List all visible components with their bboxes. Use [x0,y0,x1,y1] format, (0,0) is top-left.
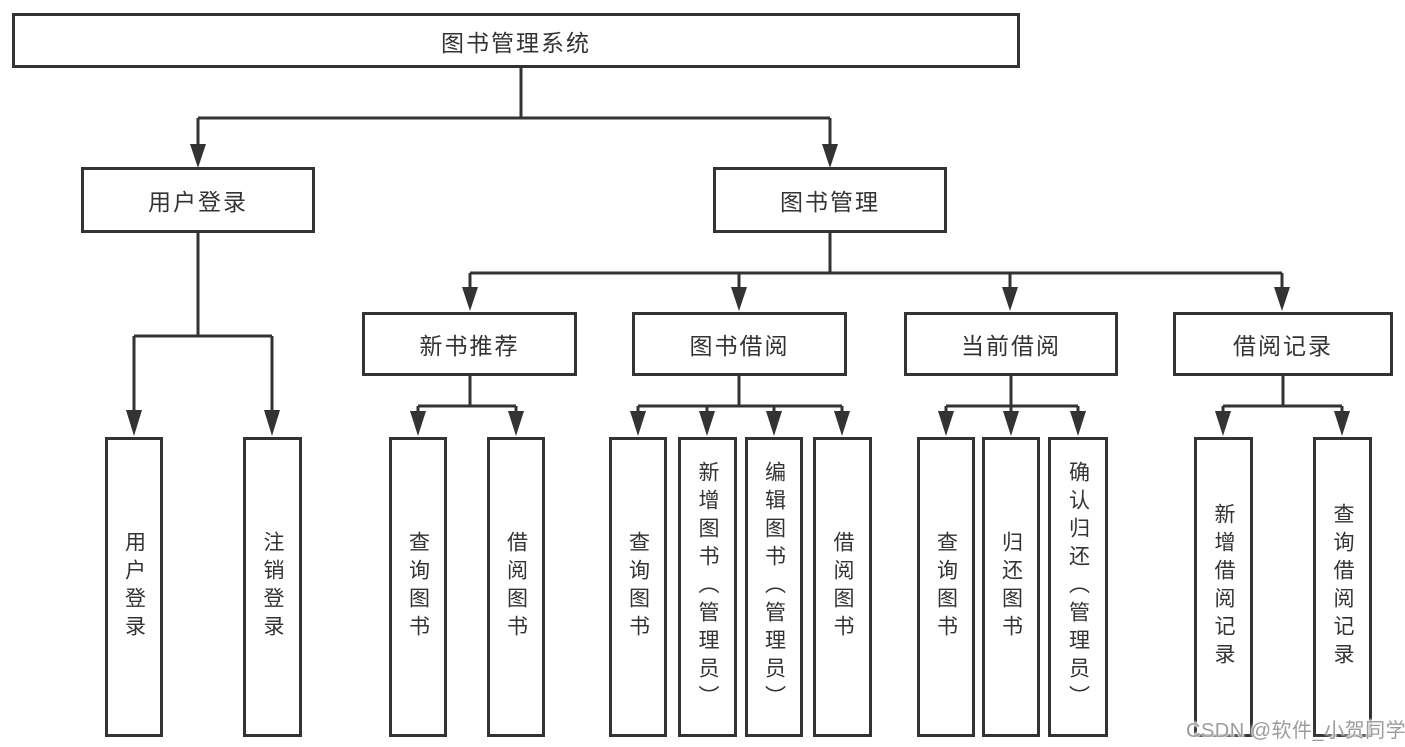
arrow-down-icon [190,144,206,168]
leaf-query-books-borrow: 查询图书 [609,437,667,737]
leaf-add-borrow-record: 新增借阅记录 [1194,437,1253,737]
arrow-down-icon [731,287,747,311]
arrow-down-icon [834,411,850,436]
arrow-down-icon [766,411,782,436]
leaf-logout-label: 注销登录 [261,531,285,643]
leaf-query-books-recommend: 查询图书 [389,437,447,737]
node-user-login: 用户登录 [81,167,315,233]
arrow-down-icon [264,410,280,436]
leaf-user-login-label: 用户登录 [122,531,146,643]
connector-book-management-children [462,233,1290,311]
connector-book-borrow-children [630,376,850,436]
arrow-down-icon [410,411,426,436]
leaf-query-borrow-record: 查询借阅记录 [1313,437,1372,737]
node-borrow-records: 借阅记录 [1173,312,1393,376]
arrow-down-icon [508,411,524,436]
leaf-edit-book-admin-label: 编辑图书（管理员） [762,461,786,713]
node-user-login-label: 用户登录 [148,189,248,215]
arrow-down-icon [126,410,142,436]
node-current-borrow-label: 当前借阅 [961,333,1061,359]
leaf-confirm-return-admin-label: 确认归还（管理员） [1066,461,1090,713]
leaf-add-book-admin-label: 新增图书（管理员） [696,461,720,713]
leaf-query-borrow-record-label: 查询借阅记录 [1331,503,1355,671]
csdn-watermark: CSDN @软件_小贺同学 [1186,720,1405,742]
arrow-down-icon [1215,411,1231,436]
arrow-down-icon [822,144,838,168]
connector-root-to-level1 [190,68,838,168]
node-current-borrow: 当前借阅 [904,312,1118,376]
leaf-borrow-books-2-label: 借阅图书 [831,531,855,643]
leaf-query-books-current: 查询图书 [917,437,975,737]
leaf-query-books-borrow-label: 查询图书 [626,531,650,643]
node-borrow-records-label: 借阅记录 [1233,333,1333,359]
arrow-down-icon [699,411,715,436]
leaf-borrow-books-recommend: 借阅图书 [487,437,545,737]
node-root-label: 图书管理系统 [441,29,591,56]
leaf-logout: 注销登录 [243,437,302,737]
connector-current-borrow-children [938,376,1086,436]
node-new-book-recommend: 新书推荐 [362,312,577,376]
arrow-down-icon [1002,287,1018,311]
node-root: 图书管理系统 [12,13,1020,68]
arrow-down-icon [630,411,646,436]
arrow-down-icon [462,287,478,311]
leaf-confirm-return-admin: 确认归还（管理员） [1048,437,1108,737]
node-book-management: 图书管理 [713,167,947,233]
leaf-add-book-admin: 新增图书（管理员） [678,437,737,737]
leaf-return-book-label: 归还图书 [999,531,1023,643]
node-new-book-recommend-label: 新书推荐 [419,333,520,359]
leaf-borrow-books-2: 借阅图书 [813,437,872,737]
connector-user-login-children [126,233,280,436]
leaf-query-books-recommend-label: 查询图书 [406,531,430,643]
leaf-return-book: 归还图书 [982,437,1040,737]
leaf-edit-book-admin: 编辑图书（管理员） [745,437,803,737]
leaf-query-books-current-label: 查询图书 [934,531,958,643]
connector-new-book-children [410,376,524,436]
arrow-down-icon [1274,287,1290,311]
node-book-borrow: 图书借阅 [632,312,847,376]
leaf-borrow-books-recommend-label: 借阅图书 [504,531,528,643]
arrow-down-icon [938,411,954,436]
arrow-down-icon [1070,411,1086,436]
node-book-management-label: 图书管理 [780,189,880,215]
connector-borrow-records-children [1215,376,1350,436]
leaf-user-login: 用户登录 [105,437,163,737]
leaf-add-borrow-record-label: 新增借阅记录 [1212,503,1236,671]
arrow-down-icon [1334,411,1350,436]
arrow-down-icon [1003,411,1019,436]
node-book-borrow-label: 图书借阅 [689,333,790,359]
